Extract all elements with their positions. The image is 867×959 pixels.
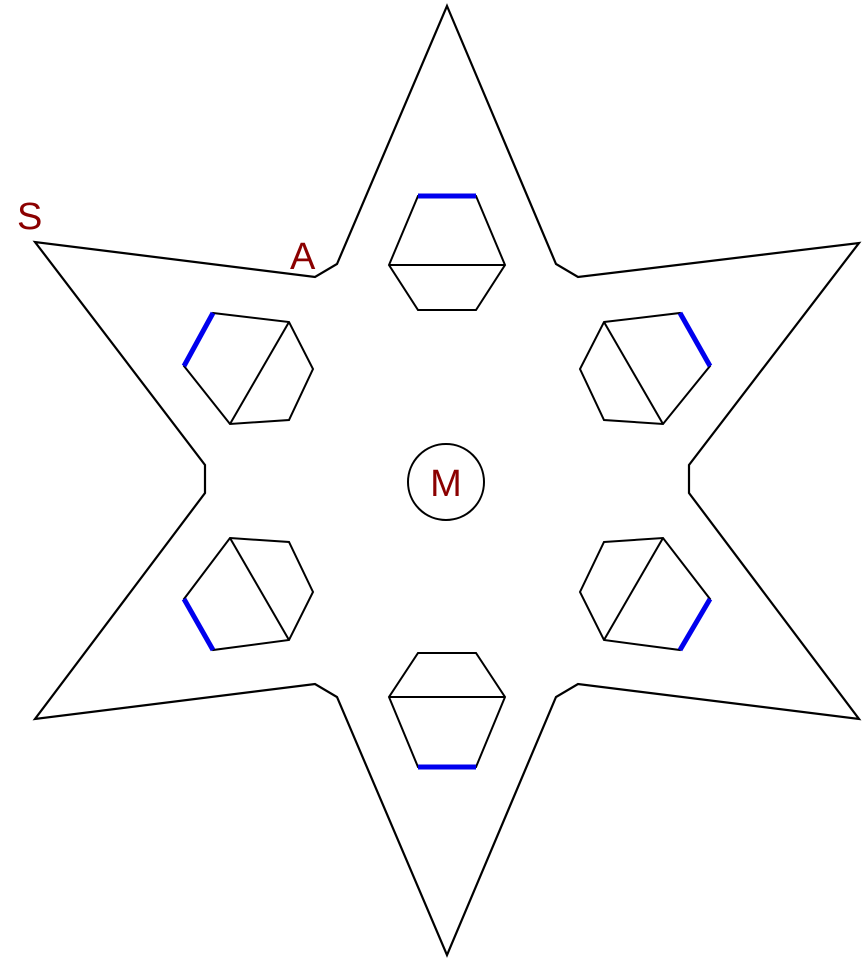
hexagon-highlight-edge [181, 597, 216, 652]
hexagon-lower-left [181, 536, 315, 652]
star-outline [32, 3, 862, 958]
center-circle [407, 443, 485, 521]
hexagon-diagonal [603, 321, 664, 425]
hexagon-upper-right [578, 311, 713, 426]
label-a: A [290, 236, 316, 278]
hexagon-highlight-edge [181, 311, 216, 368]
label-m: M [430, 463, 462, 505]
hexagon-highlight-edge [677, 311, 713, 368]
hexagon-bottom [387, 652, 507, 770]
label-s: S [17, 196, 42, 238]
hexagon-outline [387, 652, 507, 768]
hexagon-lower-right [578, 536, 713, 652]
hexagon-outline [387, 195, 507, 311]
hexagon-upper-left [181, 311, 315, 426]
hexagon-top [387, 193, 507, 311]
hexagon-diagonal [229, 537, 290, 641]
hexagon-diagonal [603, 537, 664, 641]
hexagon-diagonal [229, 321, 290, 425]
hexagon-highlight-edge [677, 597, 713, 652]
